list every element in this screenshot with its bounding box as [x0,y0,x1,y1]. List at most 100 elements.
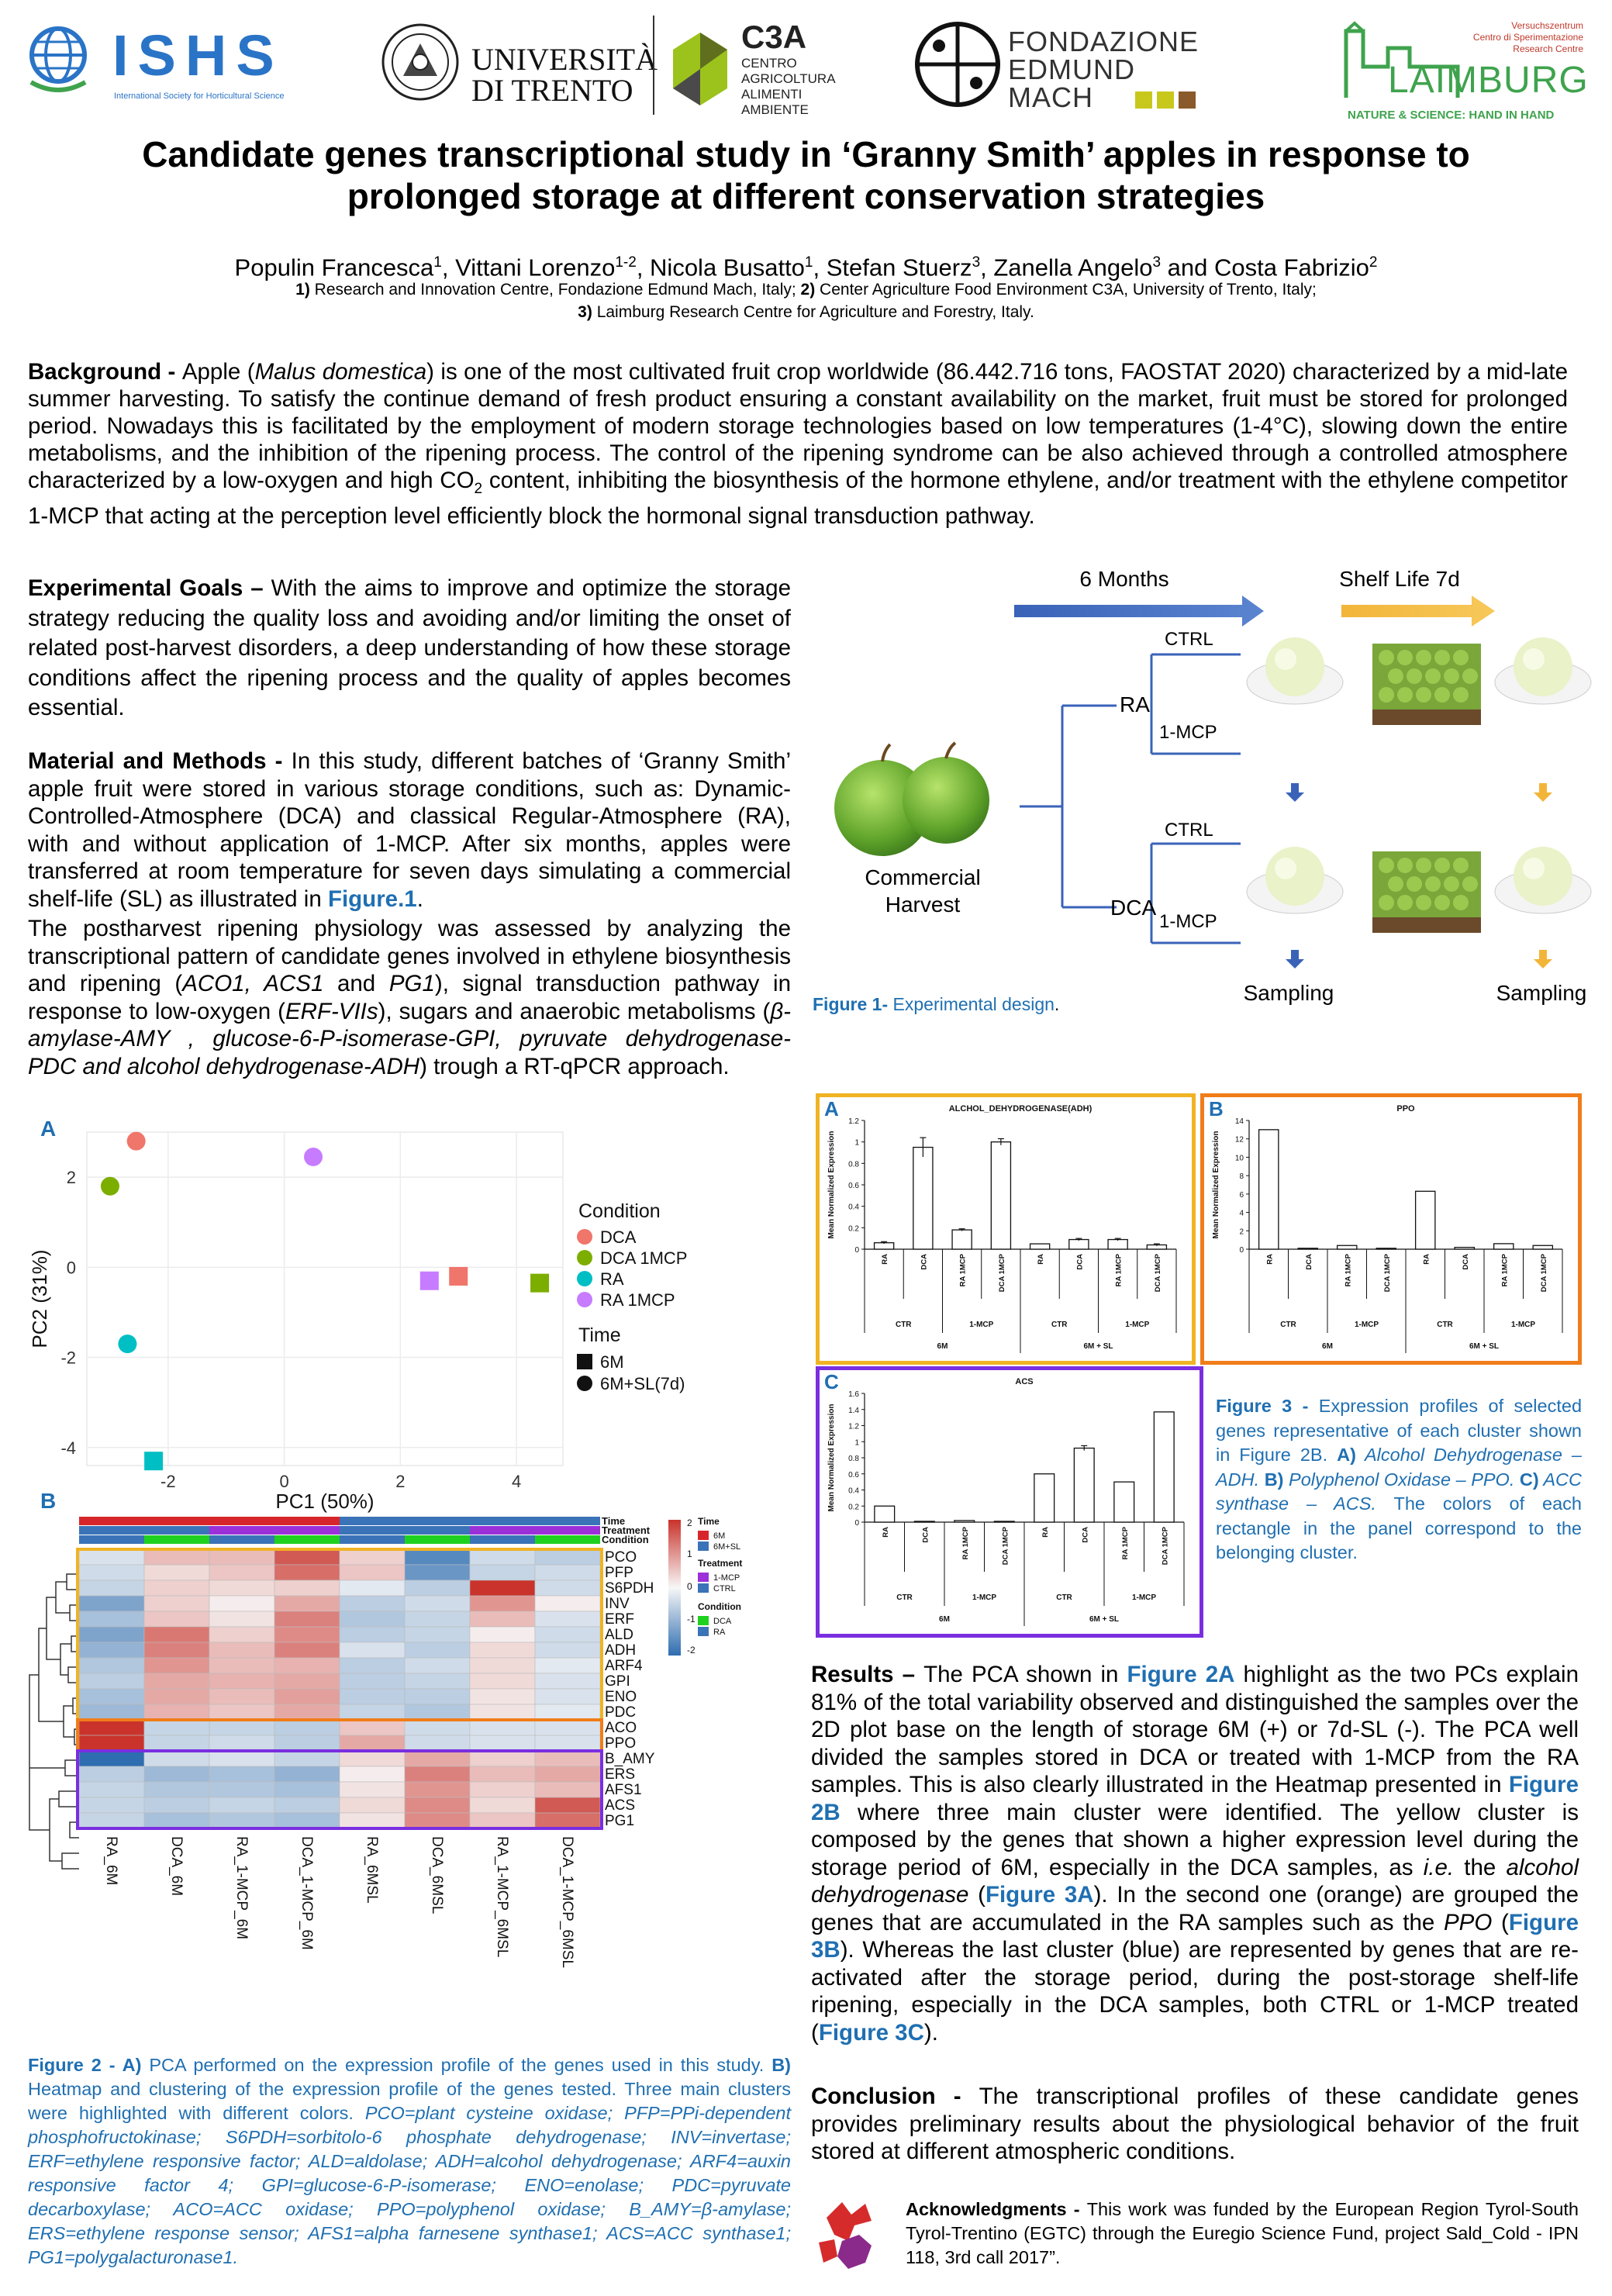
bar-group2-label: 1-MCP [1511,1321,1535,1329]
bar-chart-title: ALCHOL_DEHYDROGENASE(ADH) [949,1104,1093,1113]
heatmap-row-label: ENO [605,1689,637,1705]
pca-grid [87,1132,563,1466]
pca-xtick-label: 2 [395,1472,405,1491]
heatmap-cell [274,1688,340,1705]
heatmap-annotation-cell [144,1517,209,1525]
bar-group2-label: CTR [1437,1321,1453,1329]
bar [1414,1190,1436,1250]
bar-category-label: DCA [1305,1254,1313,1270]
methods-label: Material and Methods - [28,748,292,774]
heatmap-cell [339,1642,406,1659]
heatmap-cell [534,1688,601,1705]
heatmap-cell [143,1580,210,1597]
bar-category-label: DCA 1MCP [1383,1253,1392,1292]
heatmap-cell [143,1688,210,1705]
heatmap-cell [469,1750,536,1767]
heatmap-dendrogram [29,1573,79,1870]
six-months-label: 6 Months [1079,567,1168,591]
heatmap-cell [209,1781,275,1798]
heatmap-cell [78,1812,145,1829]
heatmap-cell [339,1750,406,1767]
adh-bar-chart: ALCHOL_DEHYDROGENASE(ADH)1.210.80.60.40.… [827,1104,1177,1353]
heatmap-cell [534,1580,601,1597]
sampling-label-1: Sampling [1244,981,1334,1005]
heatmap-cell [143,1642,210,1659]
heatmap-cell [469,1781,536,1798]
figure1-diagram: 6 Months Shelf Life 7d RA DCA CTRL 1-MCP… [834,567,1592,1005]
heatmap-cell [404,1626,471,1643]
heatmap-cell [534,1797,601,1814]
bar-category-label: RA 1MCP [1344,1253,1352,1286]
heatmap-cell [339,1735,406,1752]
heatmap-row-label: PFP [605,1565,633,1581]
fem-logo: FONDAZIONE EDMUND MACH [913,20,1224,113]
affil1: Research and Innovation Centre, Fondazio… [309,281,801,299]
bar [1029,1243,1051,1250]
heatmap-cell [209,1688,275,1705]
bar-category-label: RA 1MCP [1121,1526,1130,1559]
pca-point-circle [100,1176,119,1196]
figure3-caption-a: A) [1337,1445,1356,1465]
figure2b-panel-letter: B [40,1489,57,1513]
heatmap-annotation-cell [470,1535,535,1544]
author-2: , Vittani Lorenzo [441,254,616,281]
heatmap-cell [534,1704,601,1721]
scale-tick-1: 1 [687,1549,692,1559]
heatmap-cell [143,1595,210,1612]
ra-mcp-label: 1-MCP [1159,722,1217,743]
bar-group2-label: 1-MCP [1132,1593,1156,1602]
heatmap-cell [404,1642,471,1659]
figure3c-letter: C [824,1370,839,1393]
heatmap-cell [534,1549,601,1566]
heatmap-cell [339,1673,406,1690]
author-1-aff: 1 [433,254,442,271]
bar-group1-label: 6M + SL [1089,1615,1119,1624]
pca-ytick-label: 0 [67,1258,76,1277]
laimburg-logo: Versuchszentrum Centro di Sperimentazion… [1341,17,1590,126]
hm-legend-ctrl: CTRL [713,1584,736,1593]
bar-category-label: RA [881,1254,889,1265]
heatmap-cells [78,1549,601,1829]
heatmap-col-label: RA_1-MCP_6M [233,1836,250,1939]
bar-ylabel: Mean Normalized Expression [827,1131,836,1239]
heatmap-cell [534,1657,601,1674]
heatmap-annotation-cell [470,1517,535,1525]
pca-legend-time-title: Time [578,1324,621,1346]
heatmap-row-label: S6PDH [605,1580,654,1597]
pca-yticks: 20-2-4 [60,1168,76,1458]
legend-dca1mcp: DCA 1MCP [600,1248,687,1268]
heatmap-row-label: ADH [605,1642,636,1659]
affil3: Laimburg Research Centre for Agriculture… [592,303,1034,321]
heatmap-cell [78,1549,145,1566]
heatmap-cell [78,1719,145,1736]
conclusion-paragraph: Conclusion - The transcriptional profile… [811,2083,1579,2166]
figure3-caption-b-t: Polyphenol Oxidase – PPO. [1283,1469,1520,1490]
heatmap-col-label: RA_6MSL [364,1836,380,1904]
heatmap-annotation-cell [209,1535,274,1544]
author-3: , Nicola Busatto [636,254,805,281]
bar-ytick-label: 0 [854,1519,859,1528]
bar-group2-label: CTR [1051,1321,1068,1329]
heatmap-cell [78,1797,145,1814]
heatmap-cell [78,1750,145,1767]
background-species: Malus domestica [254,359,427,385]
heatmap-cell [143,1626,210,1643]
heatmap-row-label: ARF4 [605,1658,643,1674]
bar [1297,1248,1319,1250]
heatmap-cell [209,1735,275,1752]
pca-ytick-label: -4 [60,1438,76,1458]
bar [1068,1238,1089,1250]
down-arrow-yellow-1 [1534,783,1552,802]
ack-paragraph: Acknowledgments - This work was funded b… [906,2198,1579,2270]
results-ref-2a: Figure 2A [1127,1662,1235,1687]
laimburg-top1: Versuchszentrum [1511,20,1583,31]
heatmap-cell [404,1549,471,1566]
pca-xtick-label: -2 [161,1472,176,1491]
results-t4: the [1454,1854,1507,1880]
bar-ytick-label: 0.8 [848,1160,859,1169]
heatmap-cell [469,1595,536,1612]
heatmap-row-labels: PCOPFPS6PDHINVERFALDADHARF4GPIENOPDCACOP… [605,1549,655,1829]
bar-ytick-label: 10 [1235,1154,1244,1162]
bar-ytick-label: 1 [854,1438,859,1447]
